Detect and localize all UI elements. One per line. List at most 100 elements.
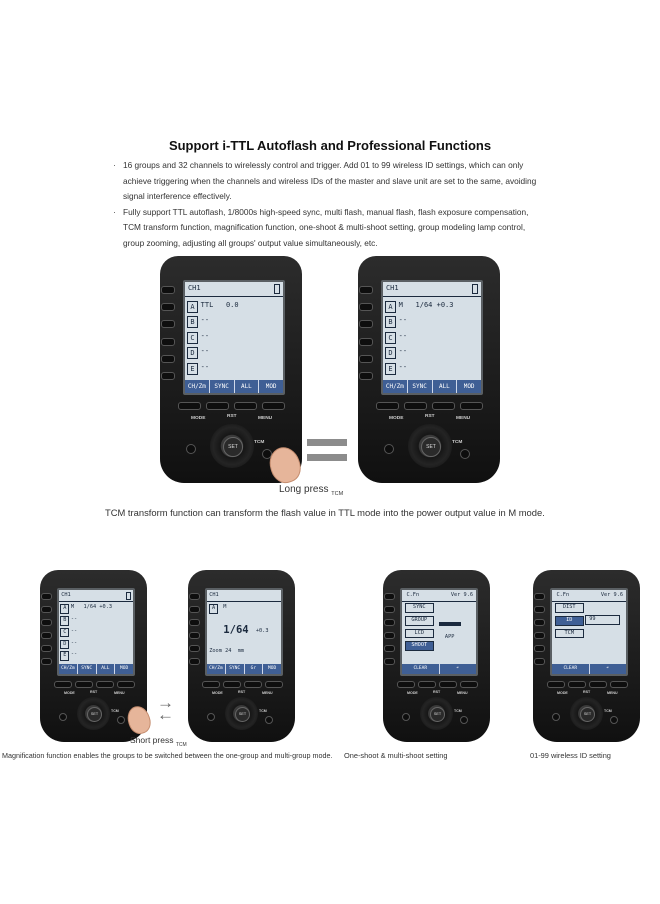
device-label: MODE xyxy=(557,691,568,695)
softkey-label: CH/Zm xyxy=(61,665,75,671)
device-label: MENU xyxy=(262,691,273,695)
softkey-label: MOD xyxy=(262,663,281,674)
softkey-label: SYNC xyxy=(76,663,96,674)
group-label: A xyxy=(186,300,198,313)
flash-test-button xyxy=(552,713,560,721)
page-title: Support i-TTL Autoflash and Professional… xyxy=(168,138,492,153)
softkey-label: ALL xyxy=(95,663,115,674)
flash-test-button xyxy=(402,713,410,721)
screen-divider xyxy=(402,600,476,602)
set-button[interactable]: SET xyxy=(235,707,250,722)
group-value: -- xyxy=(70,651,78,658)
group-select-button xyxy=(359,286,373,294)
group-label: C xyxy=(60,627,70,638)
tcm-button xyxy=(117,716,125,724)
softkey-button xyxy=(206,402,229,410)
softkey-label: CH/Zm xyxy=(187,382,206,390)
softkey-label: ↶ xyxy=(588,663,627,674)
set-button[interactable]: SET xyxy=(421,437,441,457)
flash-test-button xyxy=(207,713,215,721)
softkey-label: ALL xyxy=(431,379,457,393)
group-select-button xyxy=(534,619,545,626)
group-label: B xyxy=(60,616,70,626)
flash-test-button xyxy=(384,444,394,454)
option-value: APP xyxy=(444,633,455,640)
device-label: TCM xyxy=(604,709,612,713)
set-button[interactable]: SET xyxy=(87,707,102,722)
softkey-button xyxy=(202,681,220,688)
group-value: TTL 0.0 xyxy=(200,300,239,309)
menu-item: ID xyxy=(554,616,584,626)
screen-divider xyxy=(207,600,281,602)
group-select-button xyxy=(534,658,545,665)
set-button[interactable]: SET xyxy=(580,707,595,722)
screen-divider xyxy=(185,296,283,298)
softkey-button xyxy=(439,681,457,688)
option-value: 99 xyxy=(585,615,620,625)
group-value: M 1/64 +0.3 xyxy=(398,300,454,309)
tcm-button xyxy=(460,449,470,459)
group-label: D xyxy=(384,347,396,360)
softkey-label: CLEAR xyxy=(413,665,428,671)
set-button[interactable]: SET xyxy=(223,437,243,457)
group-select-button xyxy=(384,619,395,626)
menu-item: DIST xyxy=(554,603,584,613)
battery-icon xyxy=(274,284,281,295)
softkey-label: ↶ xyxy=(438,663,477,674)
group-select-button xyxy=(189,619,200,626)
group-value: M 1/64 +0.3 xyxy=(70,604,113,611)
group-label: A xyxy=(384,300,396,313)
group-select-button xyxy=(359,372,373,380)
device-label: TCM xyxy=(259,709,267,713)
softkey-label: ALL xyxy=(233,379,259,393)
version-label: Ver 9.6 xyxy=(600,591,624,598)
group-select-button xyxy=(384,632,395,639)
feature-item: Fully support TTL autoflash, 1/8000s hig… xyxy=(113,205,543,252)
device-label: TCM xyxy=(111,709,119,713)
group-select-button xyxy=(384,645,395,652)
zoom-value: Zoom 24 mm xyxy=(209,647,245,654)
device-label: RST xyxy=(433,690,441,694)
feature-item: 16 groups and 32 channels to wirelessly … xyxy=(113,158,543,205)
device-label: RST xyxy=(238,690,246,694)
softkey-label: MOD xyxy=(258,379,283,393)
compensation-value: +0.3 xyxy=(255,627,269,634)
value-bar xyxy=(439,621,462,627)
softkey-label: MOD xyxy=(114,663,133,674)
softkey-button xyxy=(234,402,257,410)
group-select-button xyxy=(534,645,545,652)
group-label: B xyxy=(186,316,198,329)
device-label: RST xyxy=(227,414,237,419)
group-label: B xyxy=(384,316,396,329)
device-label: TCM xyxy=(454,709,462,713)
softkey-button xyxy=(96,681,114,688)
switch-arrows-icon: →← xyxy=(157,693,174,724)
power-value: 1/64 xyxy=(223,623,249,636)
set-button[interactable]: SET xyxy=(430,707,445,722)
group-select-button xyxy=(359,320,373,328)
device-label: MENU xyxy=(114,691,125,695)
group-label: E xyxy=(60,651,70,661)
device-label: TCM xyxy=(452,440,463,445)
softkey-button xyxy=(589,681,607,688)
group-select-button xyxy=(41,606,52,613)
menu-header: C.Fn xyxy=(406,591,420,598)
softkey-button xyxy=(547,681,565,688)
device-label: RST xyxy=(583,690,591,694)
softkey-bar: CLEAR↶ xyxy=(552,663,627,674)
screen-channel: CH1 xyxy=(187,284,201,293)
tcm-button xyxy=(460,716,468,724)
group-select-button xyxy=(41,619,52,626)
group-select-button xyxy=(161,303,175,311)
softkey-button xyxy=(418,681,436,688)
softkey-button xyxy=(397,681,415,688)
group-label: A xyxy=(60,604,70,614)
flash-test-button xyxy=(186,444,196,454)
device-label: MODE xyxy=(389,416,404,421)
group-select-button xyxy=(384,593,395,600)
caption-wireless-id: 01-99 wireless ID setting xyxy=(530,751,611,760)
